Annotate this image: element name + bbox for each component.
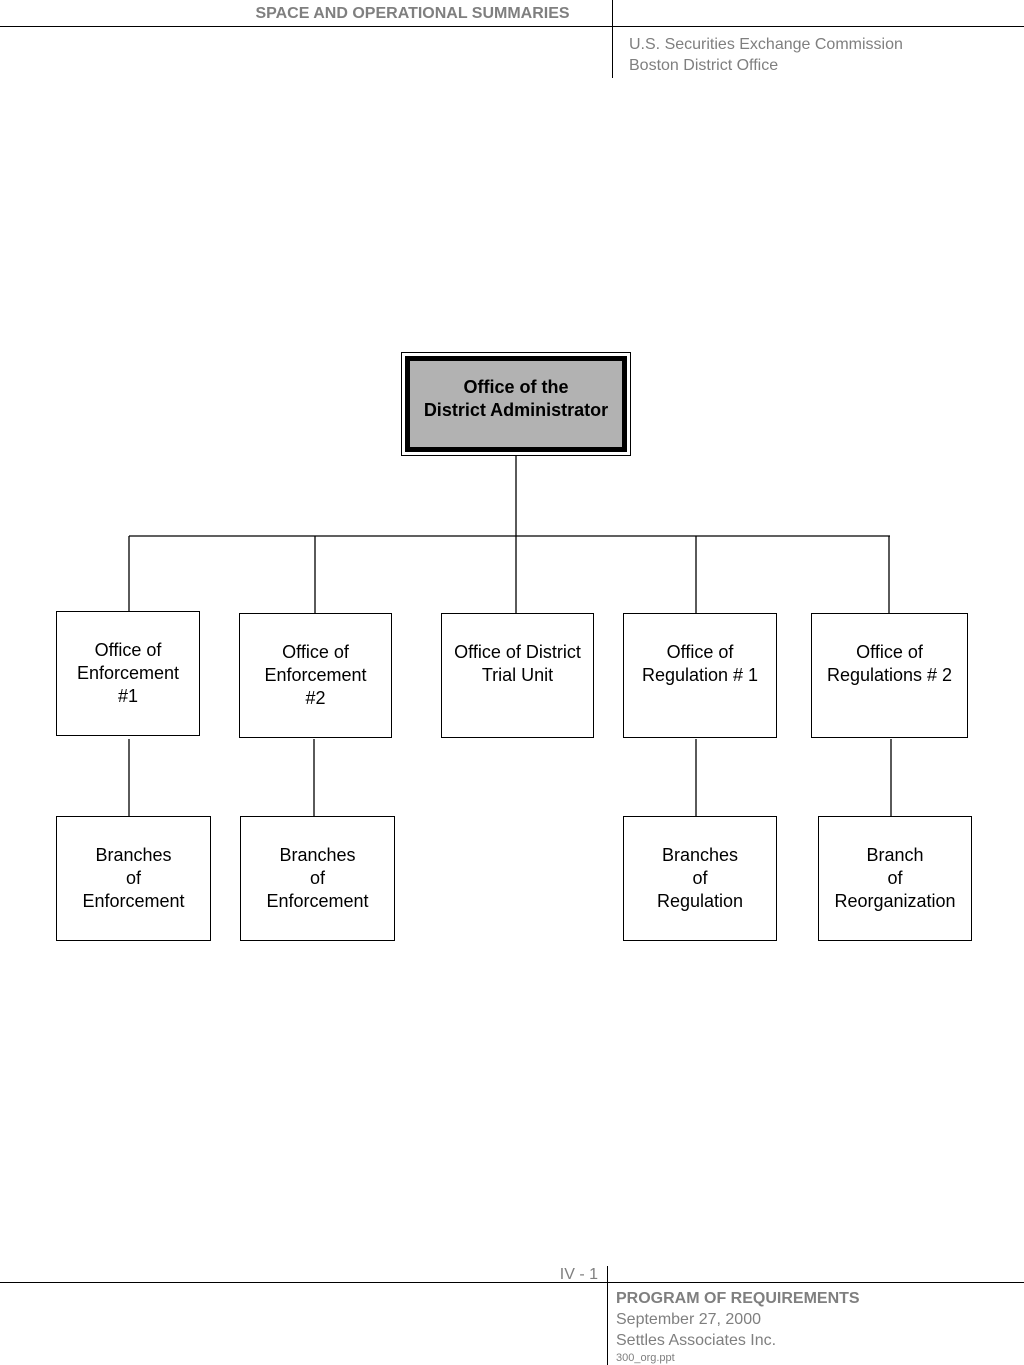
header-organization-block: U.S. Securities Exchange Commission Bost… [629,34,903,76]
footer-program-title: PROGRAM OF REQUIREMENTS [616,1290,860,1307]
footer-info-block: PROGRAM OF REQUIREMENTS September 27, 20… [616,1288,860,1365]
footer-vertical-divider [607,1266,608,1365]
branch-node-regulation: Branches of Regulation [623,816,777,941]
branch-node-enforcement-1: Branches of Enforcement [56,816,211,941]
office-node-regulation-1: Office of Regulation # 1 [623,613,777,738]
header-vertical-divider [612,0,613,78]
footer-divider [0,1282,1024,1283]
branch-label: Branch of Reorganization [834,845,956,911]
footer-page-number: IV - 1 [559,1266,598,1283]
office-node-regulation-2: Office of Regulations # 2 [811,613,968,738]
org-root-node: Office of the District Administrator [401,352,631,456]
office-label: Office of Enforcement #2 [264,642,367,708]
office-node-enforcement-2: Office of Enforcement #2 [239,613,392,738]
office-label: Office of Regulation # 1 [641,642,759,685]
branch-node-enforcement-2: Branches of Enforcement [240,816,395,941]
footer-company: Settles Associates Inc. [616,1332,777,1349]
org-root-box: Office of the District Administrator [405,356,627,452]
office-node-trial-unit: Office of District Trial Unit [441,613,594,738]
footer-date: September 27, 2000 [616,1311,761,1328]
branch-label: Branches of Enforcement [266,845,369,911]
org-root-label: Office of the District Administrator [423,377,609,420]
footer-file-name: 300_org.ppt [616,1352,675,1364]
branch-label: Branches of Regulation [656,845,744,911]
branch-label: Branches of Enforcement [82,845,185,911]
office-label: Office of District Trial Unit [454,642,581,685]
header-office: Boston District Office [629,57,779,74]
header-section-title: SPACE AND OPERATIONAL SUMMARIES [255,5,570,22]
header-organization: U.S. Securities Exchange Commission [629,36,903,53]
office-label: Office of Regulations # 2 [826,642,953,685]
branch-node-reorganization: Branch of Reorganization [818,816,972,941]
header-divider [0,26,1024,27]
office-node-enforcement-1: Office of Enforcement #1 [56,611,200,736]
office-label: Office of Enforcement #1 [76,640,180,706]
